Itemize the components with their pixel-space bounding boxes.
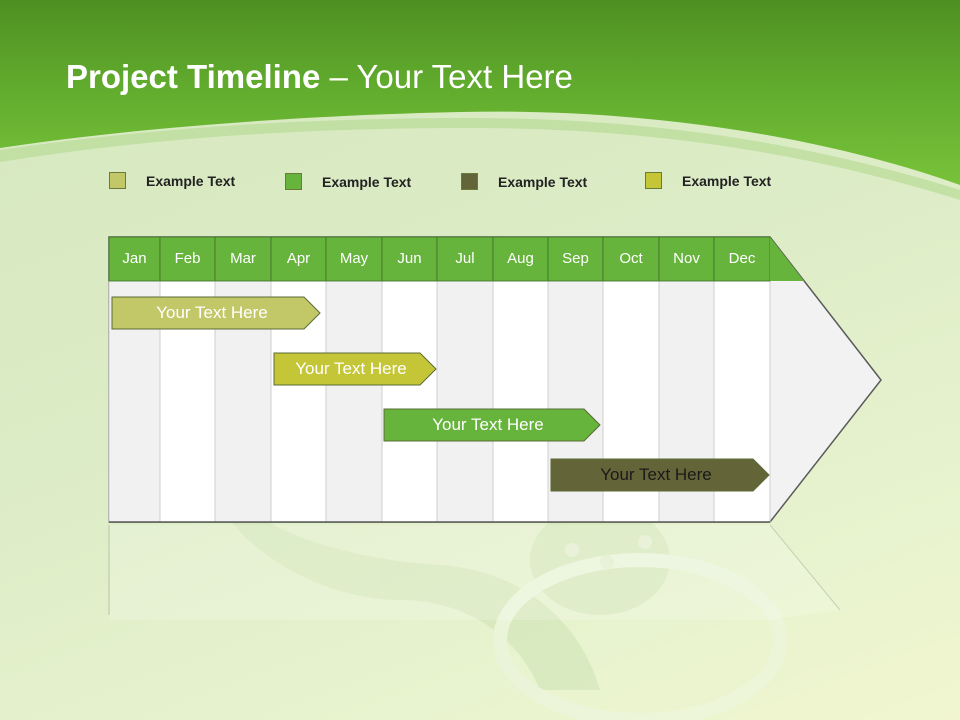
title-rest: – Your Text Here	[329, 58, 573, 95]
header-arrow-tip	[770, 237, 804, 281]
task-bar-2	[273, 352, 437, 386]
task-bar-label-4: Your Text Here	[600, 465, 712, 484]
month-columns	[108, 236, 771, 523]
month-column	[381, 280, 438, 523]
month-label-jun: Jun	[397, 250, 422, 267]
watermark-mouse	[230, 505, 787, 720]
header-band	[0, 0, 960, 185]
timeline-reflection	[109, 525, 840, 620]
month-header-cell	[270, 236, 327, 282]
month-label-sep: Sep	[562, 250, 589, 267]
header-swoosh	[0, 118, 960, 200]
reflection-edge	[769, 524, 841, 611]
legend-swatch	[285, 173, 302, 190]
month-column	[492, 280, 549, 523]
month-column	[436, 280, 494, 523]
month-header-cell	[658, 236, 715, 282]
task-bar-1	[111, 296, 321, 330]
task-bar-label-1: Your Text Here	[156, 303, 268, 322]
month-label-jul: Jul	[455, 250, 475, 267]
title-main: Project Timeline	[66, 58, 321, 95]
task-bar-3	[383, 408, 601, 442]
month-header-cell	[381, 236, 438, 282]
task-bars	[111, 296, 770, 492]
legend-label: Example Text	[146, 173, 236, 189]
legend-swatch	[645, 172, 662, 189]
task-bar-4	[550, 458, 770, 492]
month-label-oct: Oct	[619, 250, 643, 267]
month-label-nov: Nov	[673, 250, 700, 267]
month-label-apr: Apr	[286, 250, 311, 267]
month-header-cell	[547, 236, 604, 282]
month-header-cell	[325, 236, 383, 282]
month-label-dec: Dec	[728, 250, 756, 267]
month-header-cell	[436, 236, 494, 282]
month-label-jan: Jan	[122, 250, 147, 267]
legend-label: Example Text	[322, 174, 412, 190]
legend-swatch	[461, 173, 478, 190]
month-label-mar: Mar	[230, 250, 256, 267]
task-bar-label-3: Your Text Here	[432, 415, 544, 434]
legend-label: Example Text	[682, 173, 772, 189]
month-column	[325, 280, 383, 523]
month-header-cell	[159, 236, 216, 282]
legend-label: Example Text	[498, 174, 588, 190]
month-label-feb: Feb	[174, 250, 201, 267]
month-label-may: May	[339, 250, 369, 267]
month-label-aug: Aug	[507, 250, 534, 267]
month-header-cell	[602, 236, 660, 282]
task-bar-label-2: Your Text Here	[295, 359, 407, 378]
legend-swatch	[109, 172, 126, 189]
page-title: Project Timeline – Your Text Here	[66, 58, 573, 96]
month-header-cell	[492, 236, 549, 282]
